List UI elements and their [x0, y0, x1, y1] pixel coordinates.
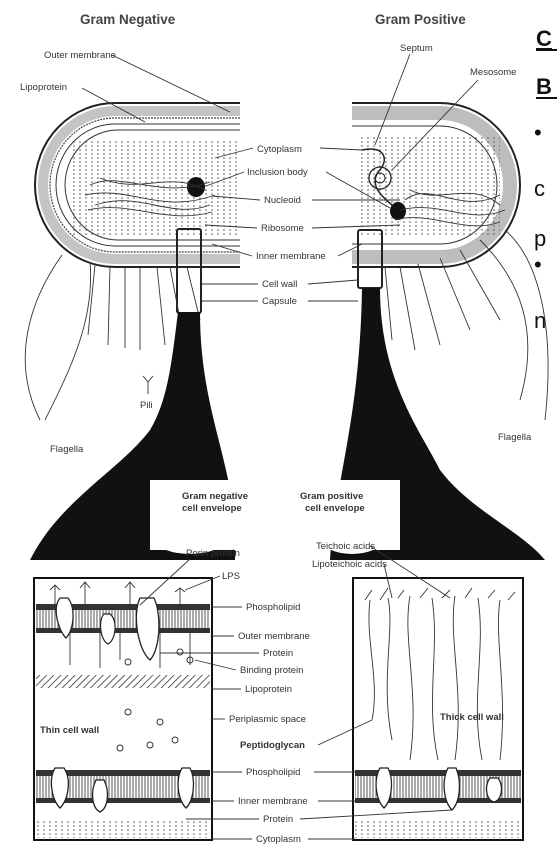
label-protein-bottom: Protein: [263, 814, 293, 825]
label-lps: LPS: [222, 571, 240, 582]
label-nucleoid: Nucleoid: [264, 195, 301, 206]
env-pos-header-2: cell envelope: [305, 503, 365, 514]
label-cytoplasm-env: Cytoplasm: [256, 834, 301, 845]
label-thin-cell-wall: Thin cell wall: [40, 725, 99, 736]
label-pili: Pili: [140, 400, 153, 411]
side-text-line4: c: [534, 176, 545, 201]
label-peptidoglycan: Peptidoglycan: [240, 740, 305, 751]
label-lipoprotein-env: Lipoprotein: [245, 684, 292, 695]
label-mesosome: Mesosome: [470, 67, 516, 78]
label-capsule: Capsule: [262, 296, 297, 307]
label-septum: Septum: [400, 43, 433, 54]
gram-positive-envelope: Thick cell wall: [353, 578, 523, 840]
gram-positive-header: Gram Positive: [375, 12, 466, 27]
label-teichoic-acids: Teichoic acids: [316, 541, 375, 552]
gram-negative-cell: [25, 103, 240, 420]
env-pos-header-1: Gram positive: [300, 491, 363, 502]
side-text-line1: C: [536, 26, 552, 51]
gram-negative-envelope: Thin cell wall: [34, 578, 212, 840]
label-inclusion-body: Inclusion body: [247, 167, 308, 178]
label-porin-protein: Porin protein: [186, 548, 240, 559]
label-periplasmic-space: Periplasmic space: [229, 714, 306, 725]
label-ribosome: Ribosome: [261, 223, 304, 234]
env-neg-header-1: Gram negative: [182, 491, 248, 502]
label-inner-membrane: Inner membrane: [256, 251, 326, 262]
label-cytoplasm: Cytoplasm: [257, 144, 302, 155]
label-outer-membrane-env: Outer membrane: [238, 631, 310, 642]
label-lipoprotein: Lipoprotein: [20, 82, 67, 93]
label-outer-membrane: Outer membrane: [44, 50, 116, 61]
label-inner-membrane-env: Inner membrane: [238, 796, 308, 807]
label-protein-top: Protein: [263, 648, 293, 659]
gram-negative-header: Gram Negative: [80, 12, 176, 27]
side-text-line5: p: [534, 226, 546, 251]
label-phospholipid-bottom: Phospholipid: [246, 767, 300, 778]
label-thick-cell-wall: Thick cell wall: [440, 712, 504, 723]
label-flagella-left: Flagella: [50, 444, 84, 455]
env-neg-header-2: cell envelope: [182, 503, 242, 514]
side-text-line2: B: [536, 74, 552, 99]
inclusion-body-right: [390, 202, 406, 220]
side-text-line6: •: [534, 252, 542, 277]
label-flagella-right: Flagella: [498, 432, 532, 443]
side-text-line7: n: [534, 308, 546, 333]
label-binding-protein: Binding protein: [240, 665, 303, 676]
label-lipoteichoic-acids: Lipoteichoic acids: [312, 559, 387, 570]
clipped-side-text: C B • c p • n: [534, 26, 557, 333]
label-cell-wall: Cell wall: [262, 279, 297, 290]
side-text-line3: •: [534, 120, 542, 145]
label-phospholipid-top: Phospholipid: [246, 602, 300, 613]
